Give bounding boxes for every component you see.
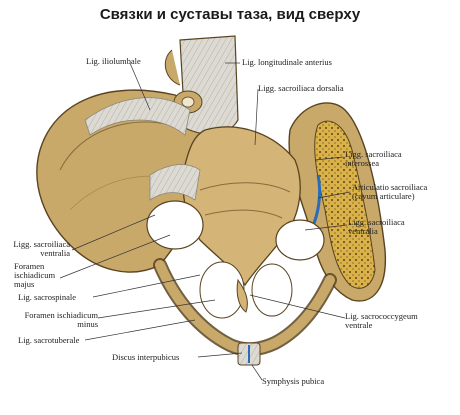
label-lig-sacrotuberale: Lig. sacrotuberale	[18, 335, 80, 345]
label-lig-sacrococcygeum-ventrale: Lig. sacrococcygeum ventrale	[345, 311, 418, 330]
page-title: Связки и суставы таза, вид сверху	[99, 6, 361, 23]
leader-lines	[59, 62, 351, 381]
label-ligg-sacroiliaca-ventralia-right: Ligg. sacroiliaca ventralia	[348, 217, 405, 236]
label-foramen-ischiadicum-minus: Foramen ischiadicum minus	[24, 310, 98, 329]
cancellous-bone-section	[314, 120, 376, 289]
sacrum	[182, 126, 301, 287]
label-symphysis-pubica: Symphysis pubica	[262, 376, 325, 386]
greater-sciatic-foramen-left	[146, 200, 204, 250]
label-ligg-sacroiliaca-dorsalia: Ligg. sacroiliaca dorsalia	[258, 83, 344, 93]
label-lig-iliolumbale: Lig. iliolumbale	[86, 56, 141, 66]
label-lig-sacrospinale: Lig. sacrospinale	[18, 292, 77, 302]
lumbar-vertebra	[179, 35, 239, 135]
iliolumbar-ligament	[84, 97, 191, 136]
label-discus-interpubicus: Discus interpubicus	[112, 352, 180, 362]
label-ligg-sacroiliaca-ventralia-left: Ligg. sacroiliaca ventralia	[13, 239, 70, 258]
label-articulatio-sacroiliaca: Articulatio sacroiliaca (cavum articular…	[352, 182, 428, 201]
ventral-sacroiliac-ligament	[149, 164, 201, 201]
coccyx	[236, 278, 248, 313]
label-ligg-sacroiliaca-interossea: Ligg. sacroiliaca interossea	[345, 149, 402, 168]
label-lig-longitudinale-anterius: Lig. longitudinale anterius	[242, 57, 332, 67]
label-foramen-ischiadicum-majus: Foramen ischiadicum majus	[14, 261, 56, 289]
greater-sciatic-foramen-right	[275, 219, 325, 261]
